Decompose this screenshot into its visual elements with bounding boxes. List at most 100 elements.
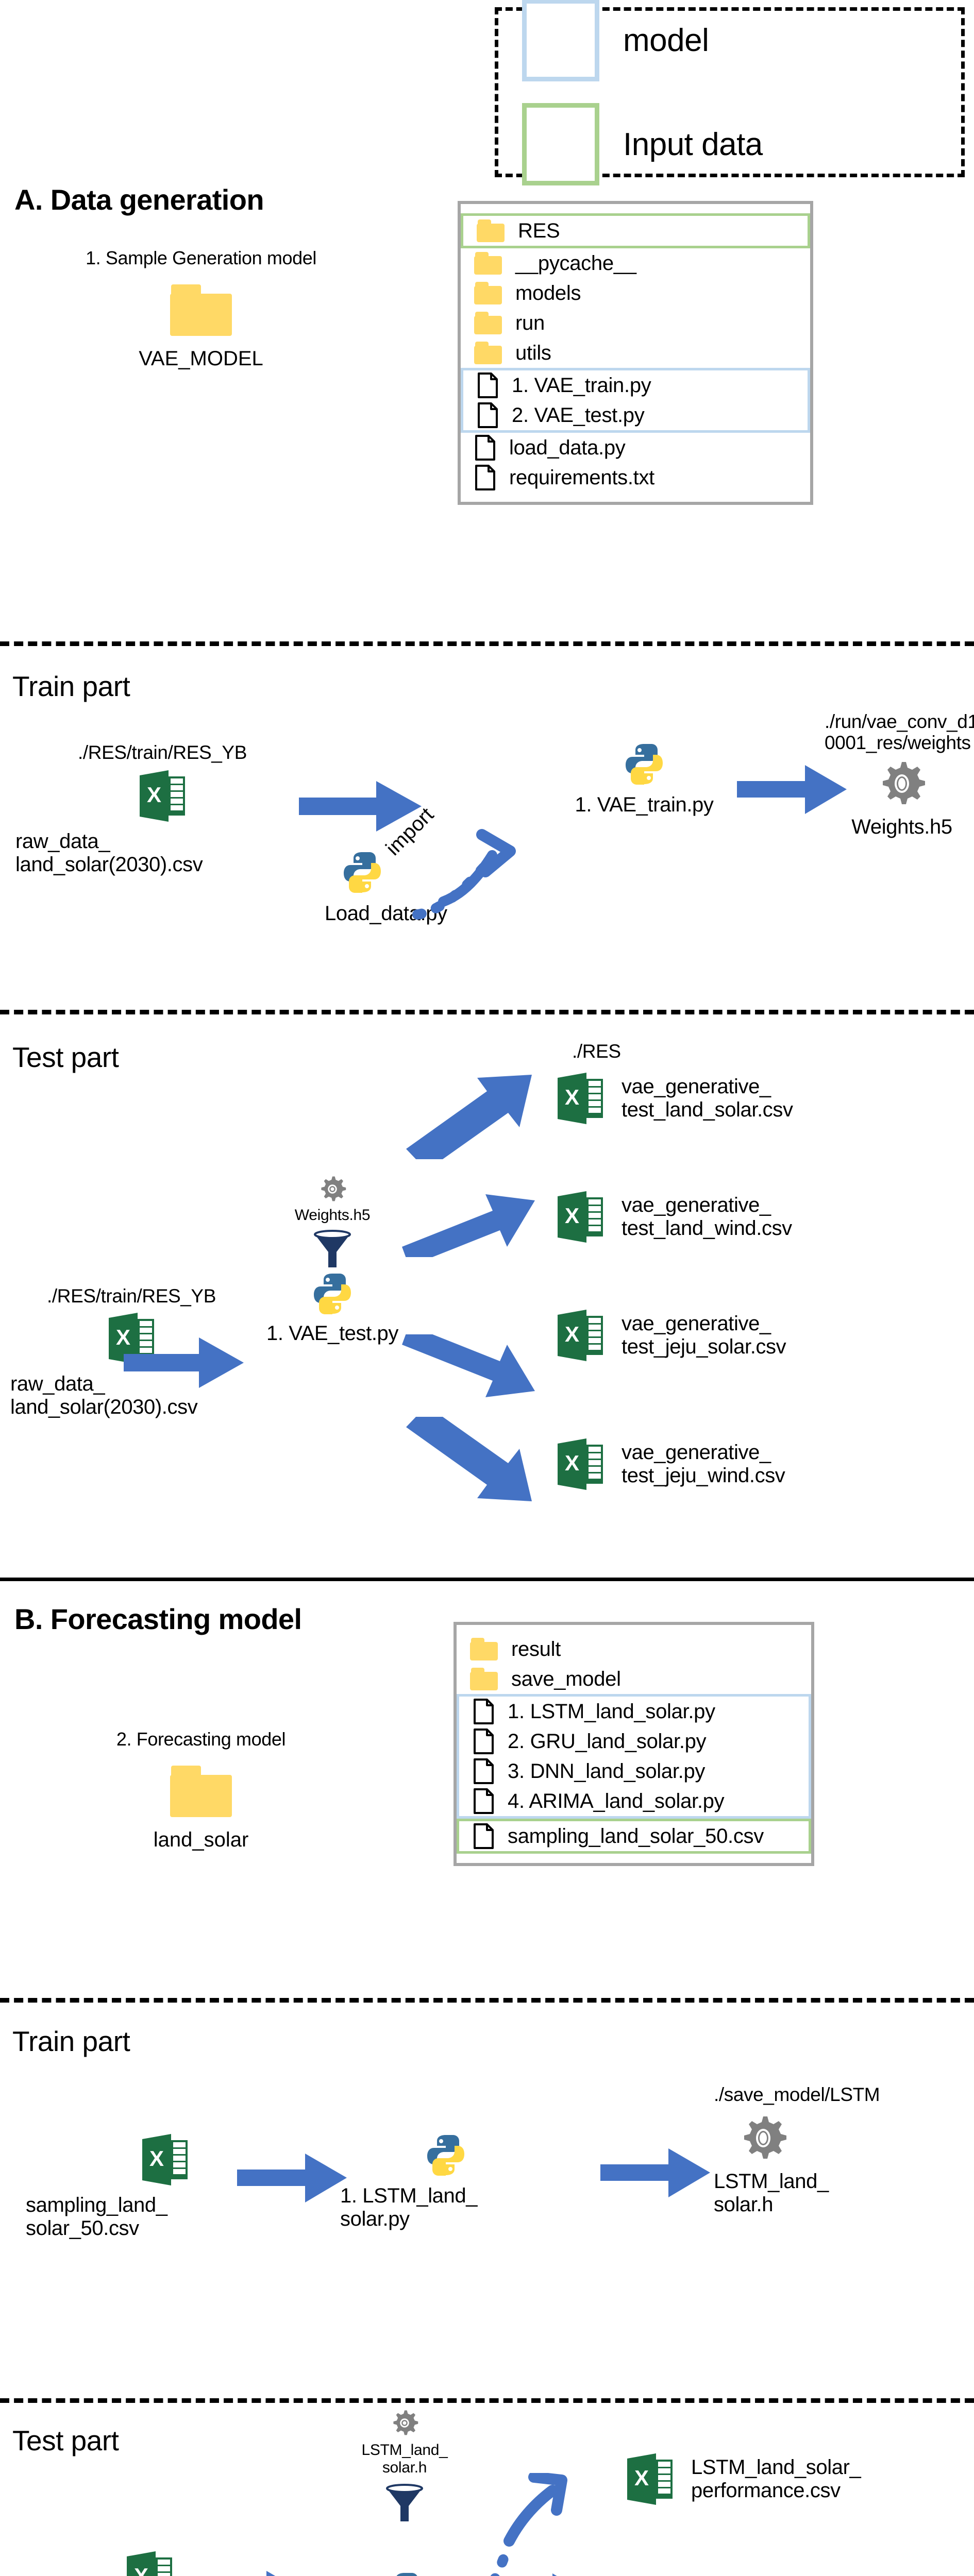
- svg-text:X: X: [134, 2564, 148, 2576]
- a-train-script-label: 1. VAE_train.py: [575, 793, 714, 816]
- file-group-input-data: RES: [461, 213, 810, 248]
- python-icon: [427, 2135, 464, 2176]
- section-a-file-tree[interactable]: RES__pycache__models run utils 1. VAE_train…: [458, 201, 813, 505]
- tree-item-label: utils: [515, 341, 551, 364]
- excel-icon: X: [558, 1438, 603, 1490]
- excel-icon: X: [109, 1313, 154, 1365]
- arrow-right-icon: [600, 2148, 710, 2197]
- excel-icon: X: [127, 2551, 172, 2576]
- folder-icon: [474, 342, 502, 364]
- tree-row-folder[interactable]: RES: [463, 216, 808, 246]
- excel-icon: X: [558, 1073, 603, 1124]
- b-train-output-path: ./save_model/LSTM: [714, 2084, 880, 2105]
- folder-icon: [470, 1668, 498, 1690]
- tree-item-label: sampling_land_solar_50.csv: [508, 1824, 764, 1848]
- section-a-train-title: Train part: [12, 670, 130, 702]
- section-b-model-caption: 2. Forecasting model: [116, 1728, 286, 1750]
- file-icon: [474, 1699, 494, 1724]
- svg-text:X: X: [565, 1204, 579, 1228]
- tree-row-folder[interactable]: __pycache__: [461, 248, 810, 278]
- excel-icon: X: [627, 2453, 673, 2505]
- b-train-output-node: ./save_model/LSTM LSTM_land_ solar.h: [714, 2084, 930, 2216]
- gear-icon: [883, 761, 925, 804]
- funnel-icon: [314, 1229, 351, 1267]
- a-train-input-path: ./RES/train/RES_YB: [78, 742, 247, 763]
- tree-item-label: 2. VAE_test.py: [512, 403, 645, 427]
- folder-icon: [474, 282, 502, 304]
- arrow-right-icon: [124, 1337, 244, 1388]
- a-train-output-node: ./run/vae_conv_d1/ 0001_res/weights Weig…: [825, 711, 974, 839]
- divider-b-train: [0, 1998, 974, 2003]
- b-test-input-node: X sampling_land_ solar_50.csv: [52, 2550, 247, 2576]
- svg-text:X: X: [634, 2466, 649, 2490]
- tree-row-folder[interactable]: models: [461, 278, 810, 308]
- a-test-input-file: raw_data_ land_solar(2030).csv: [10, 1372, 198, 1419]
- tree-row-file[interactable]: 1. VAE_train.py: [463, 370, 808, 400]
- tree-item-label: models: [515, 281, 581, 304]
- legend-swatch-input-data: [522, 103, 599, 185]
- a-test-output-3: X vae_generative_ test_jeju_wind.csv: [557, 1437, 785, 1491]
- b-test-weights-label: LSTM_land_ solar.h: [361, 2442, 448, 2476]
- python-icon: [314, 1273, 351, 1314]
- tree-row-file[interactable]: 3. DNN_land_solar.py: [459, 1756, 809, 1786]
- python-icon: [396, 2573, 417, 2576]
- section-a-test-title: Test part: [12, 1041, 119, 1073]
- folder-icon-vae-model: [170, 284, 232, 336]
- svg-text:X: X: [149, 2146, 164, 2171]
- tree-row-folder[interactable]: save_model: [457, 1664, 811, 1694]
- tree-row-file[interactable]: 2. VAE_test.py: [463, 400, 808, 430]
- tree-row-file[interactable]: requirements.txt: [461, 463, 810, 493]
- arrow-right-icon: [552, 2573, 557, 2576]
- folder-icon: [470, 1638, 498, 1660]
- section-b-file-tree[interactable]: result save_model 1. LSTM_land_solar.py 2. …: [454, 1622, 814, 1866]
- file-group-input-data: sampling_land_solar_50.csv: [457, 1819, 811, 1854]
- tree-row-file[interactable]: 2. GRU_land_solar.py: [459, 1726, 809, 1756]
- tree-item-label: run: [515, 311, 545, 334]
- section-a-model-folder-label: VAE_MODEL: [139, 347, 263, 370]
- file-group-model: 1. VAE_train.py 2. VAE_test.py: [461, 368, 810, 433]
- arrow-right-icon: [299, 781, 422, 832]
- a-test-output-path: ./RES: [572, 1041, 621, 1062]
- a-test-script-label: 1. VAE_test.py: [266, 1321, 399, 1345]
- file-icon: [475, 435, 495, 461]
- tree-row-file[interactable]: 1. LSTM_land_solar.py: [459, 1697, 809, 1726]
- tree-item-label: 2. GRU_land_solar.py: [508, 1730, 707, 1753]
- a-train-import-node: Load_data.py: [325, 850, 546, 925]
- tree-row-file[interactable]: sampling_land_solar_50.csv: [459, 1821, 809, 1851]
- tree-item-label: save_model: [511, 1667, 621, 1690]
- a-test-output-label-1: vae_generative_ test_land_wind.csv: [622, 1194, 792, 1240]
- a-train-output-path: ./run/vae_conv_d1/ 0001_res/weights: [825, 711, 974, 754]
- tree-row-file[interactable]: load_data.py: [461, 433, 810, 463]
- section-b-test-title: Test part: [12, 2425, 119, 2456]
- arrow-downright-icon: [406, 1417, 532, 1501]
- a-test-output-label-2: vae_generative_ test_jeju_solar.csv: [622, 1312, 786, 1358]
- file-group-model: 1. LSTM_land_solar.py 2. GRU_land_solar.p…: [457, 1694, 811, 1819]
- a-train-output-file: Weights.h5: [851, 815, 952, 838]
- funnel-icon: [386, 2484, 423, 2522]
- tree-row-file[interactable]: 4. ARIMA_land_solar.py: [459, 1786, 809, 1816]
- file-icon: [475, 465, 495, 490]
- section-b-train-title: Train part: [12, 2025, 130, 2057]
- tree-row-folder[interactable]: utils: [461, 338, 810, 368]
- arrow-downright-icon: [402, 1334, 535, 1397]
- gear-icon: [393, 2410, 418, 2435]
- divider-section-b: [0, 1578, 974, 1581]
- section-a-title: A. Data generation: [14, 183, 264, 216]
- tree-item-label: load_data.py: [509, 436, 626, 459]
- section-b-model-folder-label: land_solar: [153, 1828, 249, 1851]
- tree-row-folder[interactable]: result: [457, 1634, 811, 1664]
- tree-item-label: requirements.txt: [509, 466, 654, 489]
- b-train-script-node: 1. LSTM_land_ solar.py: [340, 2133, 531, 2231]
- file-icon: [474, 1823, 494, 1849]
- excel-icon: X: [142, 2134, 188, 2185]
- legend-label-model: model: [623, 22, 709, 58]
- b-test-output-path: ./result: [635, 2573, 691, 2576]
- a-test-weights-node: Weights.h5 1. VAE_test.py: [247, 1175, 417, 1345]
- b-test-output-0: X LSTM_land_solar_ performance.csv: [626, 2452, 861, 2506]
- tree-item-label: 1. LSTM_land_solar.py: [508, 1700, 715, 1723]
- tree-item-label: 3. DNN_land_solar.py: [508, 1759, 706, 1783]
- b-test-weights-node: LSTM_land_ solar.h: [320, 2409, 490, 2524]
- a-train-script-node: 1. VAE_train.py: [541, 742, 747, 817]
- tree-row-folder[interactable]: run: [461, 308, 810, 338]
- svg-text:X: X: [565, 1322, 579, 1346]
